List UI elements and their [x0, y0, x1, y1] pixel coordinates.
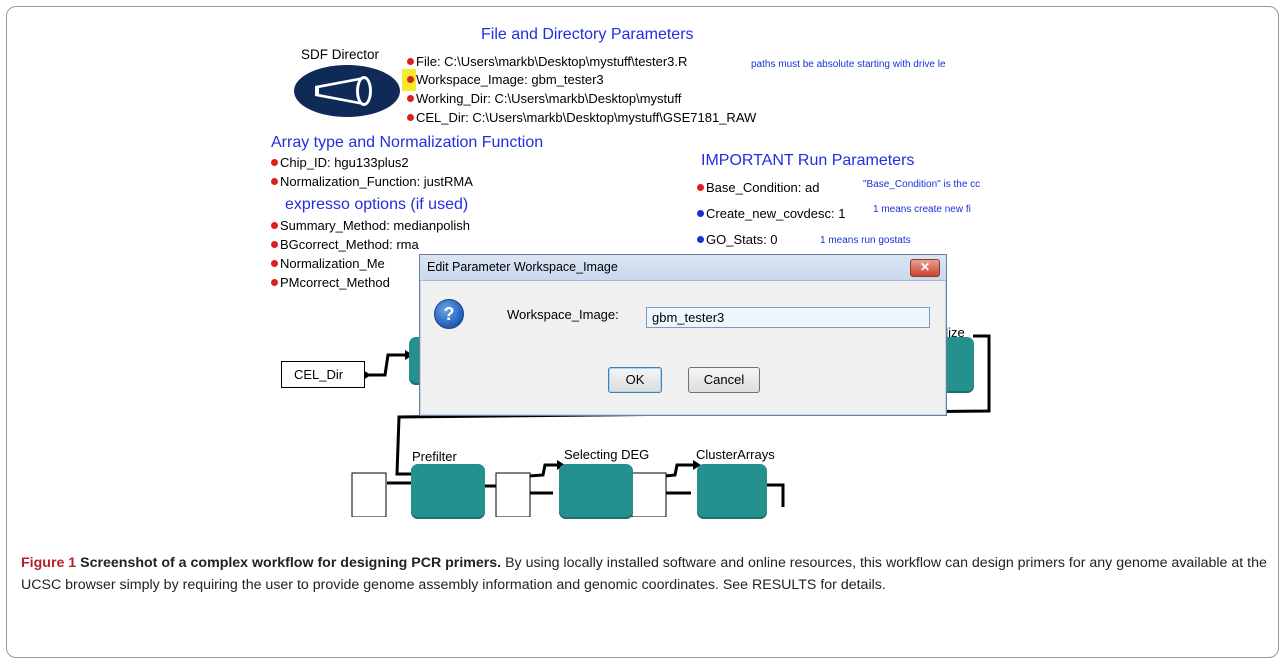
param-file[interactable]: File: C:\Users\markb\Desktop\mystuff\tes… [407, 54, 687, 69]
note-base-condition: "Base_Condition" is the cc [863, 179, 981, 190]
input-port-box [351, 472, 387, 517]
actor-prefilter[interactable] [411, 464, 485, 519]
note-create-covdesc: 1 means create new fi [873, 204, 971, 215]
param-dot-icon [697, 184, 704, 192]
param-dot-icon [697, 236, 704, 244]
param-dot-icon [407, 58, 414, 66]
workspace-image-input[interactable] [646, 307, 930, 328]
param-chip-id[interactable]: Chip_ID: hgu133plus2 [271, 155, 409, 170]
ok-button[interactable]: OK [608, 367, 662, 393]
figure-caption: Figure 1 Screenshot of a complex workflo… [21, 552, 1271, 596]
expresso-heading: expresso options (if used) [285, 196, 469, 213]
actor-selecting-deg[interactable] [559, 464, 633, 519]
param-dot-icon [407, 76, 414, 84]
figure-frame: SDF Director File and Directory Paramete… [6, 6, 1279, 658]
param-base-condition[interactable]: Base_Condition: ad [697, 180, 819, 195]
param-dot-icon [271, 178, 278, 186]
param-pmcorrect-method[interactable]: PMcorrect_Method [271, 275, 390, 290]
param-dot-icon [407, 114, 414, 122]
cancel-button[interactable]: Cancel [688, 367, 760, 393]
param-normalization-function[interactable]: Normalization_Function: justRMA [271, 174, 473, 189]
param-dot-icon [407, 95, 414, 103]
param-dot-icon [271, 241, 278, 249]
input-port-box [495, 472, 531, 517]
close-icon[interactable]: ✕ [910, 259, 940, 277]
sdf-director-icon[interactable] [293, 64, 401, 118]
arrow-head-icon [693, 460, 701, 470]
actor-clusterarrays[interactable] [697, 464, 767, 519]
param-dot-icon [271, 222, 278, 230]
param-working-dir[interactable]: Working_Dir: C:\Users\markb\Desktop\myst… [407, 91, 681, 106]
actor-clusterarrays-label: ClusterArrays [696, 447, 775, 462]
param-dot-icon [271, 159, 278, 167]
arrow-head-icon [363, 370, 371, 380]
caption-title: Screenshot of a complex workflow for des… [80, 555, 502, 571]
dialog-titlebar[interactable]: Edit Parameter Workspace_Image ✕ [420, 255, 946, 281]
caption-body: By using locally installed software and … [21, 555, 1267, 593]
paths-note: paths must be absolute starting with dri… [751, 59, 946, 70]
workspace-image-label: Workspace_Image: [507, 307, 619, 322]
file-params-heading: File and Directory Parameters [481, 26, 694, 43]
actor-selecting-deg-label: Selecting DEG [564, 447, 650, 462]
param-workspace-image[interactable]: Workspace_Image: gbm_tester3 [407, 72, 604, 87]
note-go-stats: 1 means run gostats [820, 235, 911, 246]
run-params-heading: IMPORTANT Run Parameters [701, 152, 915, 169]
param-dot-icon [271, 279, 278, 287]
param-dot-icon [697, 210, 704, 218]
input-port-box [631, 472, 667, 517]
array-params-heading: Array type and Normalization Function [271, 134, 544, 151]
actor-prefilter-label: Prefilter [412, 449, 457, 464]
param-summary-method[interactable]: Summary_Method: medianpolish [271, 218, 470, 233]
connector-celdir [363, 353, 405, 377]
param-normalization-method[interactable]: Normalization_Me [271, 256, 385, 271]
figure-label: Figure 1 [21, 555, 77, 571]
param-cel-dir[interactable]: CEL_Dir: C:\Users\markb\Desktop\mystuff\… [407, 110, 756, 125]
connector-cluster-out [767, 483, 785, 507]
param-go-stats[interactable]: GO_Stats: 0 [697, 232, 778, 247]
cel-dir-param-box[interactable]: CEL_Dir [281, 361, 365, 388]
param-create-new-covdesc[interactable]: Create_new_covdesc: 1 [697, 206, 845, 221]
param-bgcorrect-method[interactable]: BGcorrect_Method: rma [271, 237, 419, 252]
param-dot-icon [271, 260, 278, 268]
dialog-title: Edit Parameter Workspace_Image [427, 260, 618, 274]
question-icon: ? [434, 299, 464, 329]
edit-parameter-dialog: Edit Parameter Workspace_Image ✕ ? Works… [419, 254, 947, 416]
sdf-director-label: SDF Director [301, 47, 380, 62]
